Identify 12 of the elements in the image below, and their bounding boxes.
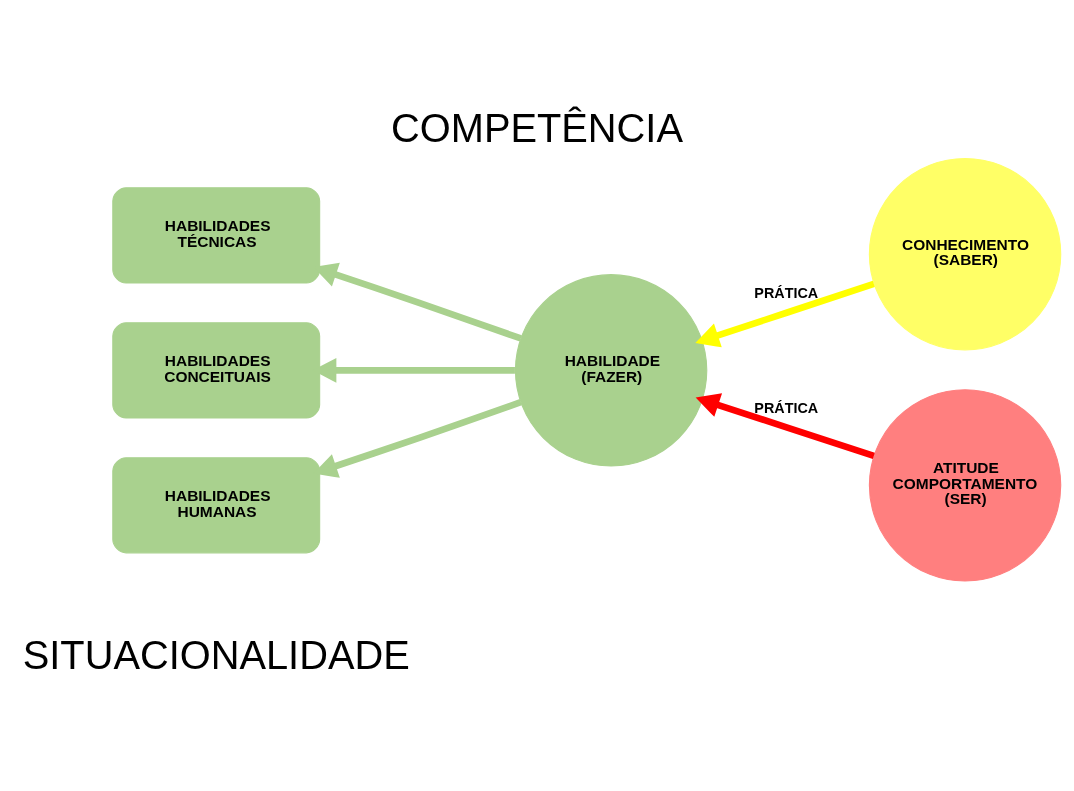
node-circle: CONHECIMENTO (SABER) — [868, 157, 1062, 351]
node-box: HABILIDADES CONCEITUAIS — [112, 322, 321, 419]
node-circle: ATITUDE COMPORTAMENTO (SER) — [868, 389, 1062, 582]
edge-label: PRÁTICA — [754, 399, 819, 416]
arrow — [695, 280, 875, 348]
arrow — [695, 393, 875, 460]
diagram-title: COMPETÊNCIA — [391, 105, 683, 150]
edge-label: PRÁTICA — [754, 284, 819, 301]
caption: SITUACIONALIDADE — [22, 632, 410, 677]
node-circle: HABILIDADE (FAZER) — [514, 274, 708, 467]
node-box: HABILIDADES HUMANAS — [112, 457, 321, 554]
node-box: HABILIDADES TÉCNICAS — [112, 187, 321, 284]
